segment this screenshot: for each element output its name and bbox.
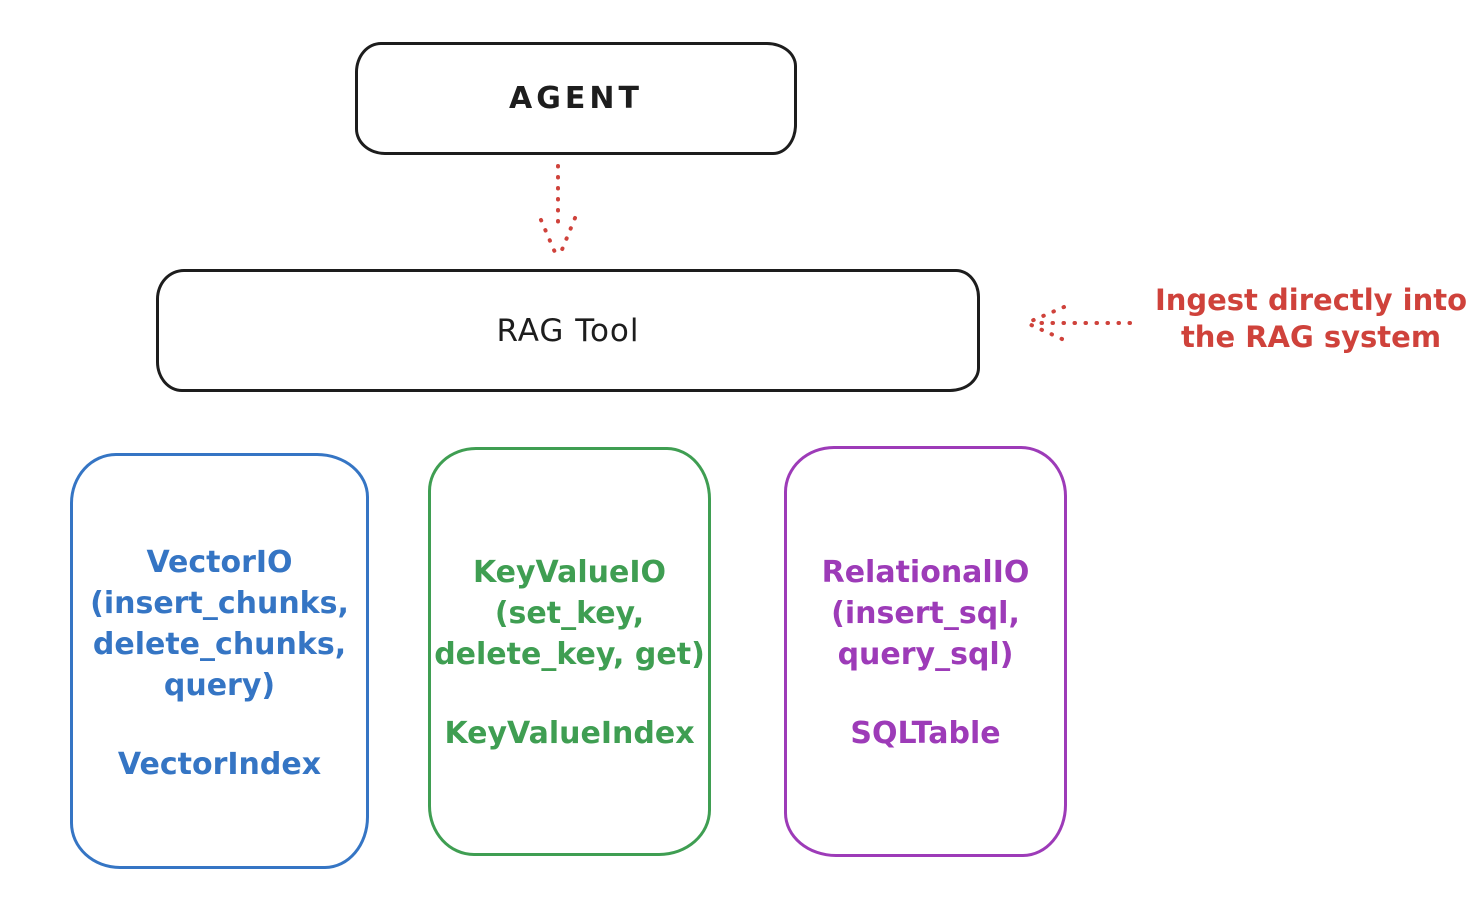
relational-io-line: (insert_sql, bbox=[831, 596, 1020, 631]
vector-io-line: delete_chunks, bbox=[92, 627, 347, 662]
relational-io-line: query_sql) bbox=[837, 637, 1014, 672]
dotted-arrow-down-icon bbox=[539, 164, 577, 259]
sql-table-label: SQLTable bbox=[850, 716, 1001, 751]
keyvalue-io-box: KeyValueIO (set_key, delete_key, get) Ke… bbox=[428, 447, 711, 856]
relational-io-line: RelationalIO bbox=[821, 555, 1030, 590]
vector-io-box: VectorIO (insert_chunks, delete_chunks, … bbox=[70, 453, 369, 869]
agent-label: AGENT bbox=[509, 81, 643, 116]
rag-tool-label: RAG Tool bbox=[496, 312, 640, 349]
keyvalue-io-line: (set_key, bbox=[494, 596, 645, 631]
vector-io-line: VectorIO bbox=[146, 545, 293, 580]
annotation-line-1: Ingest directly into bbox=[1154, 283, 1468, 317]
vector-io-lines: VectorIO (insert_chunks, delete_chunks, … bbox=[73, 542, 366, 706]
annotation-line-2: the RAG system bbox=[1180, 320, 1442, 354]
keyvalue-io-line: KeyValueIO bbox=[472, 555, 667, 590]
vector-index-label: VectorIndex bbox=[117, 747, 322, 782]
keyvalue-index-label: KeyValueIndex bbox=[444, 716, 695, 751]
vector-io-line: query) bbox=[163, 668, 276, 703]
rag-tool-box: RAG Tool bbox=[156, 269, 980, 392]
keyvalue-io-lines: KeyValueIO (set_key, delete_key, get) bbox=[431, 552, 708, 675]
agent-box: AGENT bbox=[355, 42, 797, 155]
annotation-text: Ingest directly into the RAG system bbox=[1138, 282, 1484, 356]
relational-io-lines: RelationalIO (insert_sql, query_sql) bbox=[787, 552, 1064, 675]
vector-io-line: (insert_chunks, bbox=[90, 586, 349, 621]
dotted-arrow-left-icon bbox=[1027, 305, 1132, 341]
keyvalue-io-line: delete_key, get) bbox=[434, 637, 705, 672]
relational-io-box: RelationalIO (insert_sql, query_sql) SQL… bbox=[784, 446, 1067, 857]
